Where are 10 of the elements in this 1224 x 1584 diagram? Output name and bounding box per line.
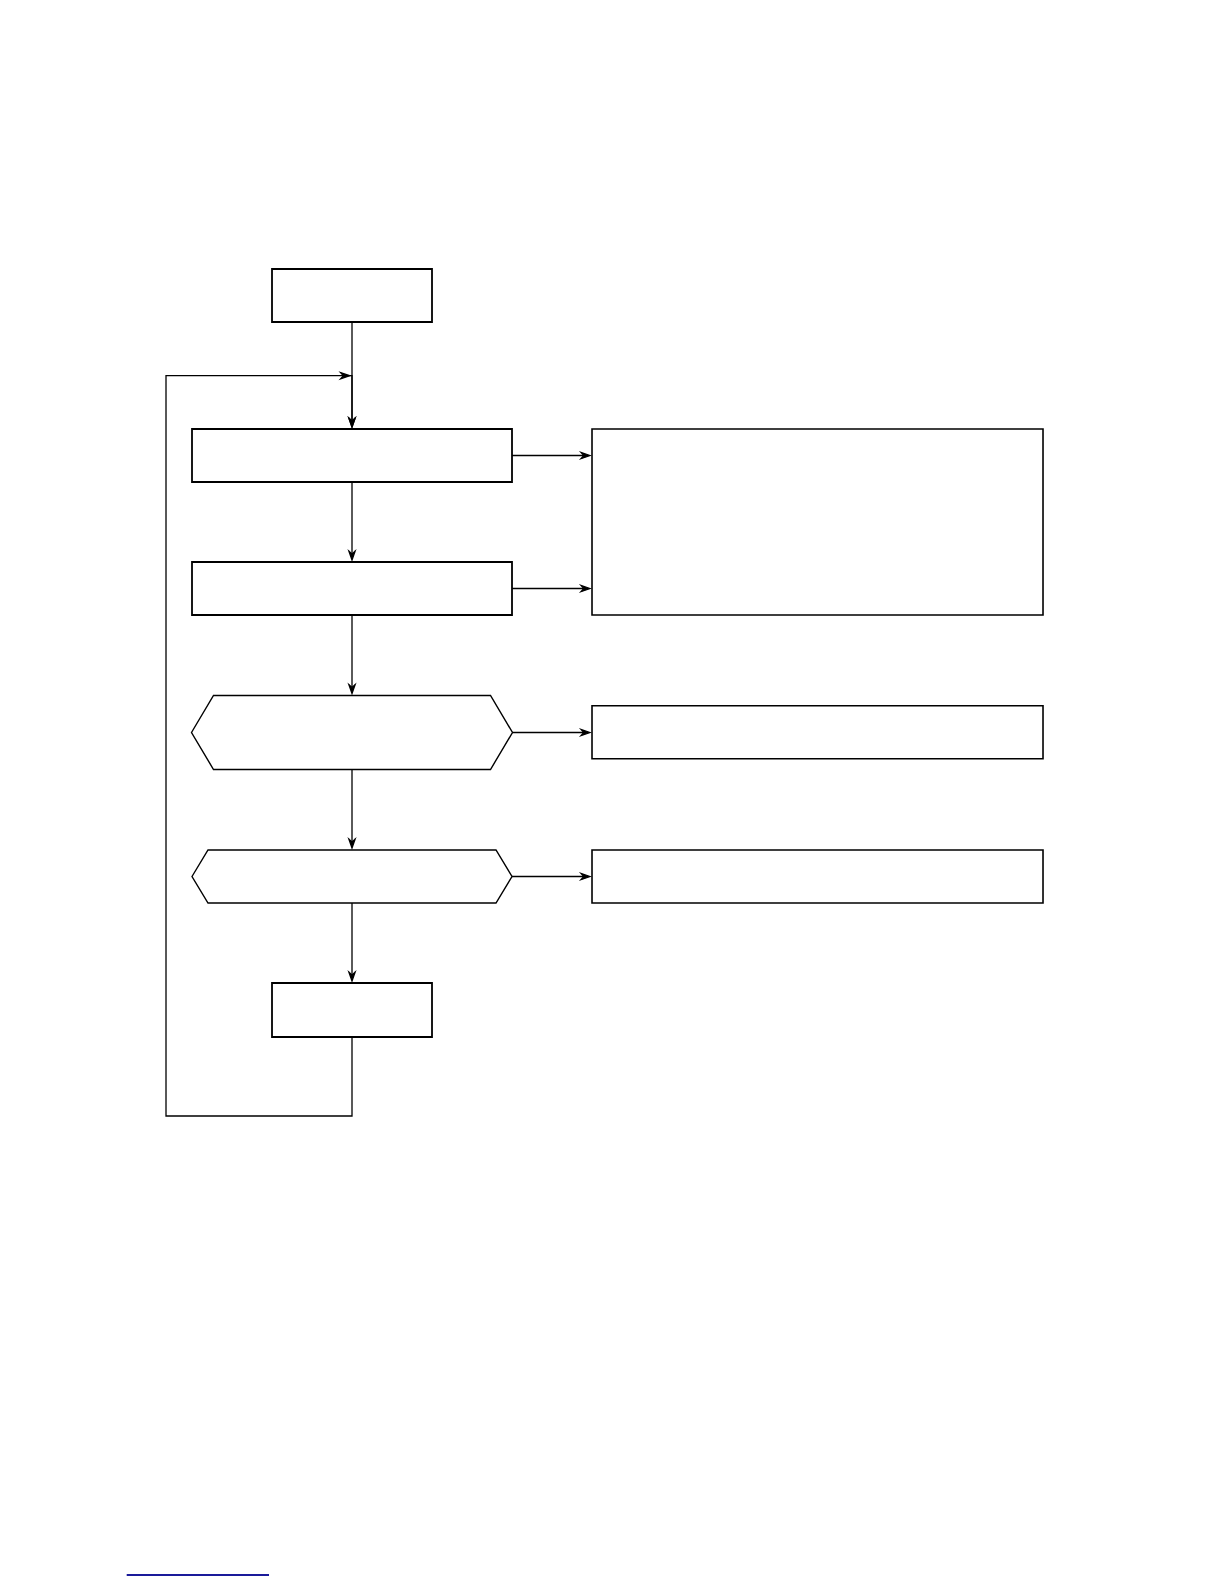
process-box bbox=[271, 982, 433, 1038]
process-box bbox=[191, 561, 513, 616]
process-box bbox=[591, 849, 1044, 904]
process-box bbox=[591, 428, 1044, 616]
hexagon bbox=[191, 849, 513, 904]
process-box bbox=[271, 268, 433, 323]
arrow bbox=[165, 371, 357, 1117]
hexagon bbox=[190, 694, 514, 771]
process-box bbox=[191, 428, 513, 483]
process-box bbox=[591, 705, 1044, 760]
